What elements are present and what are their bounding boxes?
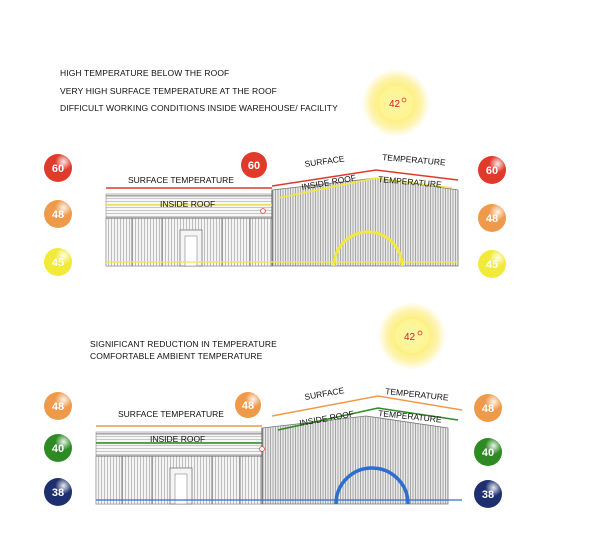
warehouse-surface-line — [271, 169, 459, 187]
right-badge-inside: 40 — [474, 438, 502, 466]
left-badge-floor: 38 — [44, 478, 72, 506]
warehouse-inside-line — [277, 177, 453, 199]
right-badge-inside: 48 — [478, 204, 506, 232]
warehouse-door-arch — [332, 230, 404, 267]
svg-text:38: 38 — [52, 487, 64, 499]
label-inside-roof-left: INSIDE ROOF — [150, 434, 205, 444]
warehouse-surface-line — [271, 395, 463, 417]
label-surface: SURFACE — [304, 153, 345, 169]
svg-text:40: 40 — [482, 447, 494, 459]
svg-text:40: 40 — [52, 443, 64, 455]
left-badge-inside: 48 — [44, 200, 72, 228]
sun-temperature: 42 — [389, 99, 401, 110]
svg-text:48: 48 — [242, 400, 254, 412]
before-note-3: DIFFICULT WORKING CONDITIONS INSIDE WARE… — [60, 103, 338, 113]
label-temperature-top: TEMPERATURE — [382, 152, 447, 168]
right-badge-surface: 60 — [478, 156, 506, 184]
warehouse-illustration — [95, 415, 449, 505]
roof-temperature-badge: 60 — [241, 152, 267, 178]
svg-text:60: 60 — [52, 163, 64, 175]
after-section: SIGNIFICANT REDUCTION IN TEMPERATURE COM… — [44, 302, 502, 508]
after-note-1: SIGNIFICANT REDUCTION IN TEMPERATURE — [90, 339, 277, 349]
right-badge-floor: 45 — [478, 250, 506, 278]
svg-text:45: 45 — [52, 257, 64, 269]
sun-icon: 42 — [378, 302, 446, 370]
label-surface-temperature: SURFACE TEMPERATURE — [128, 175, 234, 185]
label-temperature-top: TEMPERATURE — [385, 386, 450, 403]
label-inside-roof-left: INSIDE ROOF — [160, 199, 215, 209]
warehouse-inside-line — [277, 407, 459, 431]
after-note-2: COMFORTABLE AMBIENT TEMPERATURE — [90, 351, 263, 361]
before-note-1: HIGH TEMPERATURE BELOW THE ROOF — [60, 68, 229, 78]
roof-temperature-badge: 48 — [235, 392, 261, 418]
svg-text:60: 60 — [248, 160, 260, 172]
before-note-2: VERY HIGH SURFACE TEMPERATURE AT THE ROO… — [60, 86, 277, 96]
svg-text:48: 48 — [482, 403, 494, 415]
sun-temperature: 42 — [404, 332, 416, 343]
left-badge-floor: 45 — [44, 248, 72, 276]
sun-icon: 42 — [362, 69, 430, 137]
left-badge-inside: 40 — [44, 434, 72, 462]
svg-text:60: 60 — [486, 165, 498, 177]
warehouse-door-arch — [334, 466, 410, 505]
svg-text:48: 48 — [52, 209, 64, 221]
sensor-dot — [259, 446, 265, 452]
sensor-dot — [260, 208, 266, 214]
svg-text:45: 45 — [486, 259, 498, 271]
left-badge-surface: 48 — [44, 392, 72, 420]
svg-text:48: 48 — [52, 401, 64, 413]
label-surface: SURFACE — [304, 385, 346, 402]
svg-text:48: 48 — [486, 213, 498, 225]
svg-text:38: 38 — [482, 489, 494, 501]
right-badge-floor: 38 — [474, 480, 502, 508]
right-badge-surface: 48 — [474, 394, 502, 422]
before-section: HIGH TEMPERATURE BELOW THE ROOF VERY HIG… — [44, 68, 506, 278]
label-surface-temperature: SURFACE TEMPERATURE — [118, 409, 224, 419]
warehouse-illustration — [105, 177, 459, 267]
left-badge-surface: 60 — [44, 154, 72, 182]
